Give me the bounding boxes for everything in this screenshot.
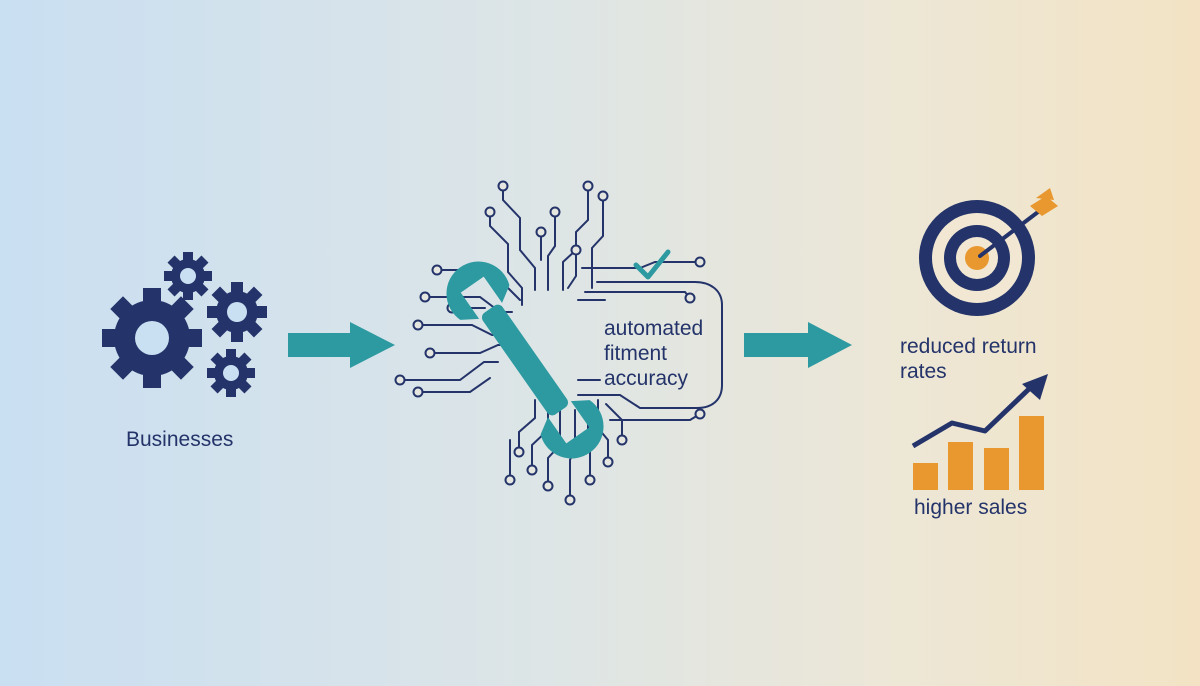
checkmark-icon <box>633 249 671 280</box>
gears-icon <box>102 252 267 397</box>
businesses-label: Businesses <box>126 428 234 451</box>
fitment-accuracy-label: automated fitment accuracy <box>604 317 704 390</box>
circuit-wrench-icon <box>394 180 723 506</box>
higher-sales-label: higher sales <box>914 496 1028 519</box>
reduced-return-rates-label: reduced return rates <box>900 335 1037 383</box>
bar-chart-trend-icon <box>911 374 1048 490</box>
wrench-icon <box>446 261 604 459</box>
arrow-icon <box>744 322 852 368</box>
target-icon <box>919 188 1058 316</box>
arrow-icon <box>288 322 395 368</box>
